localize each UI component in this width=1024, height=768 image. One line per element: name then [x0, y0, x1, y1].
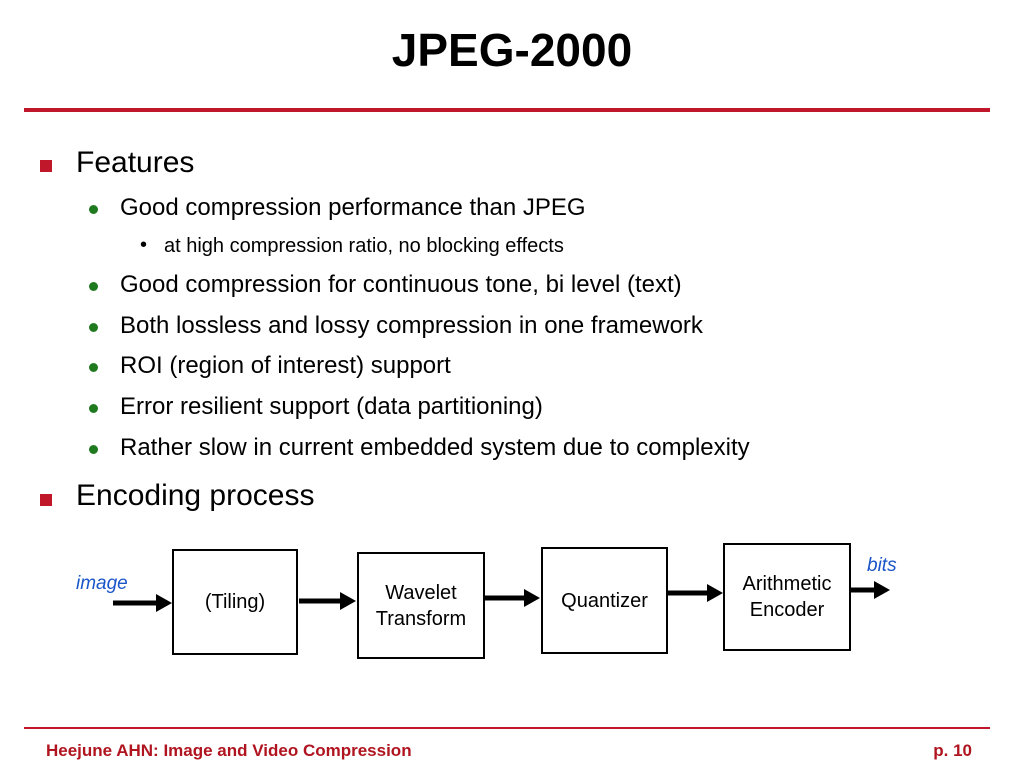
dot-bullet-icon	[89, 363, 98, 372]
bullet-lossless-lossy: Both lossless and lossy compression in o…	[120, 312, 703, 339]
square-bullet-icon	[40, 160, 52, 172]
bullet-encoding-process: Encoding process	[76, 479, 315, 512]
dot-bullet-icon	[89, 404, 98, 413]
square-bullet-icon	[40, 494, 52, 506]
encoder-label-line1: Arithmetic	[742, 573, 832, 595]
quantizer-block: Quantizer	[541, 547, 668, 654]
wavelet-transform-block: Wavelet Transform	[357, 552, 485, 659]
small-bullet-icon: •	[140, 234, 148, 256]
wavelet-label-line1: Wavelet	[385, 581, 457, 604]
output-label-bits: bits	[867, 555, 897, 576]
bullet-high-ratio: at high compression ratio, no blocking e…	[164, 235, 564, 257]
dot-bullet-icon	[89, 282, 98, 291]
bullet-error-resilient: Error resilient support (data partitioni…	[120, 393, 543, 420]
footer-divider	[24, 727, 990, 729]
dot-bullet-icon	[89, 323, 98, 332]
bullet-good-compression: Good compression performance than JPEG	[120, 194, 586, 221]
wavelet-label-line2: Transform	[375, 607, 467, 630]
bullet-continuous-tone: Good compression for continuous tone, bi…	[120, 271, 682, 298]
arrowhead-output	[874, 581, 890, 599]
bullet-features: Features	[76, 146, 195, 179]
arrowhead-input	[156, 594, 172, 612]
quantizer-label: Quantizer	[561, 589, 648, 612]
footer-course-title: Heejune AHN: Image and Video Compression	[46, 741, 412, 760]
input-label-image: image	[76, 573, 128, 594]
bullet-roi: ROI (region of interest) support	[120, 352, 451, 379]
dot-bullet-icon	[89, 445, 98, 454]
arrowhead-tiling-wavelet	[340, 592, 356, 610]
arithmetic-encoder-block: Arithmetic Encoder	[723, 543, 851, 651]
tiling-label: (Tiling)	[204, 591, 266, 613]
tiling-block: (Tiling)	[172, 549, 298, 655]
arrowhead-wavelet-quantizer	[524, 589, 540, 607]
arrowhead-quantizer-encoder	[707, 584, 723, 602]
footer-page-number: p. 10	[933, 741, 972, 760]
title-divider	[24, 108, 990, 112]
dot-bullet-icon	[89, 205, 98, 214]
slide-title: JPEG-2000	[391, 24, 633, 76]
encoder-label-line2: Encoder	[749, 599, 825, 621]
bullet-slow: Rather slow in current embedded system d…	[120, 434, 750, 461]
